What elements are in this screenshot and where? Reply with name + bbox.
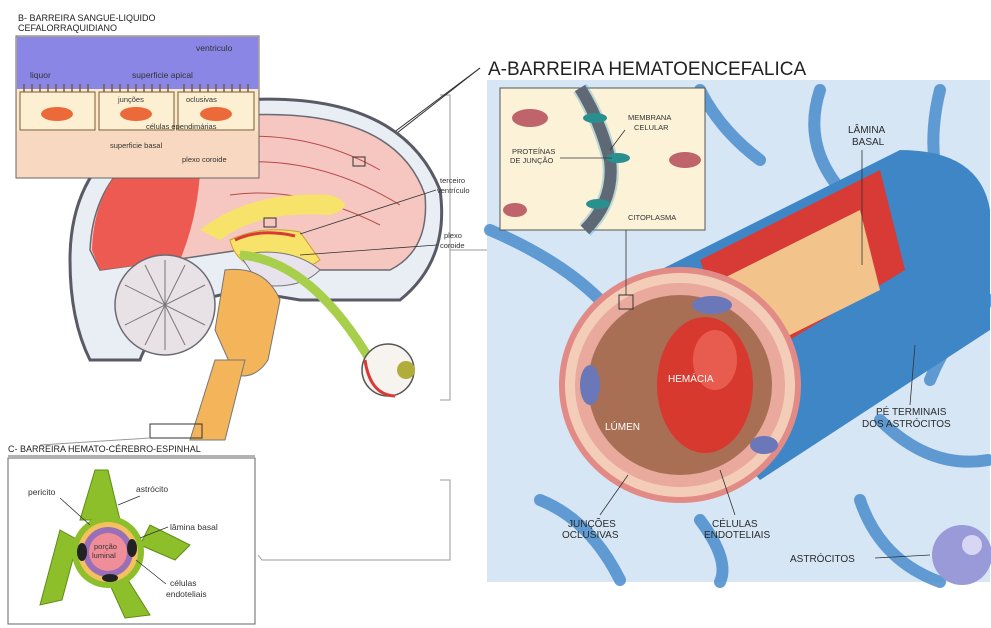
label-cell-membrane: MEMBRANA xyxy=(628,113,671,122)
panel-b-csf-barrier: B- BARREIRA SANGUE-LIQUIDO CEFALORRAQUID… xyxy=(16,13,259,178)
label-junction-proteins: PROTEÍNAS xyxy=(512,147,555,156)
junction-protein xyxy=(583,113,607,123)
endothelial-nucleus xyxy=(127,539,137,557)
junction-protein xyxy=(586,199,610,209)
label-choroid-plexus-2: coroide xyxy=(440,241,465,250)
label-astrocyte-feet: PÉ TERMINAIS xyxy=(876,405,947,418)
main-title: A-BARREIRA HEMATOENCEFALICA xyxy=(488,59,806,80)
junction-inset: PROTEÍNAS DE JUNÇÃO MEMBRANA CELULAR CIT… xyxy=(500,88,705,230)
label-apical-surface: superficie apical xyxy=(132,70,193,80)
label-cell-membrane-2: CELULAR xyxy=(634,123,669,132)
label-basal-lamina-c: lâmina basal xyxy=(170,522,218,532)
eye-lens xyxy=(397,361,415,379)
label-lumen-portion-2: luminal xyxy=(92,551,116,560)
endothelial-nucleus xyxy=(580,365,600,405)
panel-c-spinal-barrier: C- BARREIRA HEMATO-CÉREBRO-ESPINHAL porç… xyxy=(8,444,255,624)
label-third-ventricle: terceiro xyxy=(440,176,465,185)
label-tight-junctions-b: oclusivas xyxy=(186,95,217,104)
mitochondrion xyxy=(503,203,527,217)
label-endothelial-cells-2: ENDOTELIAIS xyxy=(704,530,770,541)
epithelial-nucleus xyxy=(41,107,73,121)
label-third-ventricle-2: ventrículo xyxy=(437,186,470,195)
label-pericyte: pericito xyxy=(28,487,56,497)
label-astrocytes: ASTRÓCITOS xyxy=(790,552,855,565)
astrocyte-body xyxy=(932,525,991,585)
endothelial-nucleus xyxy=(77,543,87,561)
panel-c-title: C- BARREIRA HEMATO-CÉREBRO-ESPINHAL xyxy=(8,444,201,454)
epithelial-nucleus xyxy=(120,107,152,121)
label-red-blood-cell: HEMÁCIA xyxy=(668,372,714,385)
label-csf: liquor xyxy=(30,70,51,80)
label-astrocyte-feet-2: DOS ASTRÓCITOS xyxy=(862,417,951,430)
label-basal-lamina: LÂMINA xyxy=(848,123,886,136)
mitochondrion xyxy=(512,109,548,127)
label-choroid-plexus-b: plexo coroide xyxy=(182,155,227,164)
label-astrocyte: astrócito xyxy=(136,484,168,494)
spinal-cord xyxy=(190,360,245,440)
label-lumen: LÚMEN xyxy=(605,420,640,433)
label-basal-lamina-2: BASAL xyxy=(852,137,885,148)
label-ependymal-cells: células ependimárias xyxy=(146,122,217,131)
panel-b-title: B- BARREIRA SANGUE-LIQUIDO xyxy=(18,13,156,23)
label-basal-surface: superficie basal xyxy=(110,141,162,150)
label-junction-proteins-2: DE JUNÇÃO xyxy=(510,156,554,165)
panel-a-blood-brain-barrier: PROTEÍNAS DE JUNÇÃO MEMBRANA CELULAR CIT… xyxy=(487,80,991,585)
endothelial-nucleus xyxy=(102,574,118,582)
label-ventricle: ventriculo xyxy=(196,43,233,53)
panel-b-title-2: CEFALORRAQUIDIANO xyxy=(18,23,117,33)
label-lumen-portion: porção xyxy=(94,542,117,551)
label-junctions: junções xyxy=(117,95,144,104)
label-endothelial-c-2: endoteliais xyxy=(166,589,207,599)
label-cytoplasm: CITOPLASMA xyxy=(628,213,676,222)
label-endothelial-cells: CÉLULAS xyxy=(712,517,758,530)
endothelial-nucleus xyxy=(692,296,732,314)
label-endothelial-c: células xyxy=(170,578,196,588)
label-tight-junctions: JUNÇÕES xyxy=(568,517,616,530)
mitochondrion xyxy=(669,152,701,168)
astrocyte-body-highlight xyxy=(962,535,982,555)
label-tight-junctions-2: OCLUSIVAS xyxy=(562,530,619,541)
epithelial-nucleus xyxy=(200,107,232,121)
endothelial-nucleus xyxy=(750,436,778,454)
label-choroid-plexus: plexo xyxy=(444,231,462,240)
